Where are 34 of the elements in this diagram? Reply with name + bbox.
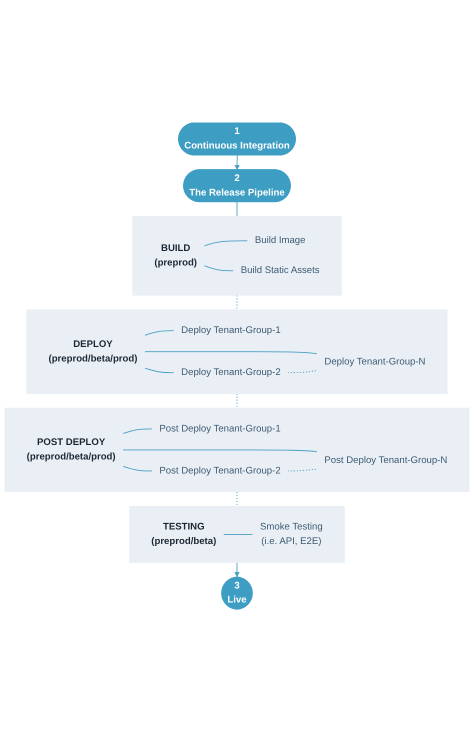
connector — [236, 295, 238, 311]
connector — [204, 240, 248, 247]
cluster — [129, 506, 345, 564]
connector — [236, 202, 238, 218]
connector — [122, 450, 318, 453]
connector — [223, 534, 254, 536]
node-text: Build Static Assets — [240, 266, 320, 276]
connector — [236, 394, 238, 409]
node-text: BUILD (preprod) — [154, 244, 197, 268]
connector — [122, 466, 153, 472]
node-text: Post Deploy Tenant-Group-2 — [159, 466, 281, 476]
node-text: Post Deploy Tenant-Group-1 — [159, 424, 281, 434]
node-text: Deploy Tenant-Group-N — [324, 357, 426, 368]
connector — [236, 492, 238, 508]
node-text: TESTING (preprod/beta) — [151, 522, 216, 547]
connector — [144, 330, 174, 336]
node-text: Smoke Testing (i.e. API, E2E) — [260, 522, 323, 547]
cluster — [4, 408, 470, 493]
arrow — [234, 562, 240, 578]
connector — [144, 368, 174, 374]
connector — [287, 469, 318, 472]
arrow — [234, 155, 240, 170]
node-text: Build Image — [254, 236, 306, 246]
node-text: DEPLOY (preprod/beta/prod) — [48, 340, 138, 364]
node-text: Post Deploy Tenant-Group-N — [324, 455, 448, 466]
cluster — [132, 216, 342, 296]
node-text: Deploy Tenant-Group-1 — [181, 326, 281, 336]
node-text: POST DEPLOY (preprod/beta/prod) — [26, 438, 116, 462]
connector — [122, 428, 153, 434]
connector — [204, 266, 234, 272]
connector — [287, 370, 318, 374]
connector — [144, 352, 318, 355]
node-text: Deploy Tenant-Group-2 — [181, 368, 281, 378]
cluster — [26, 310, 448, 394]
